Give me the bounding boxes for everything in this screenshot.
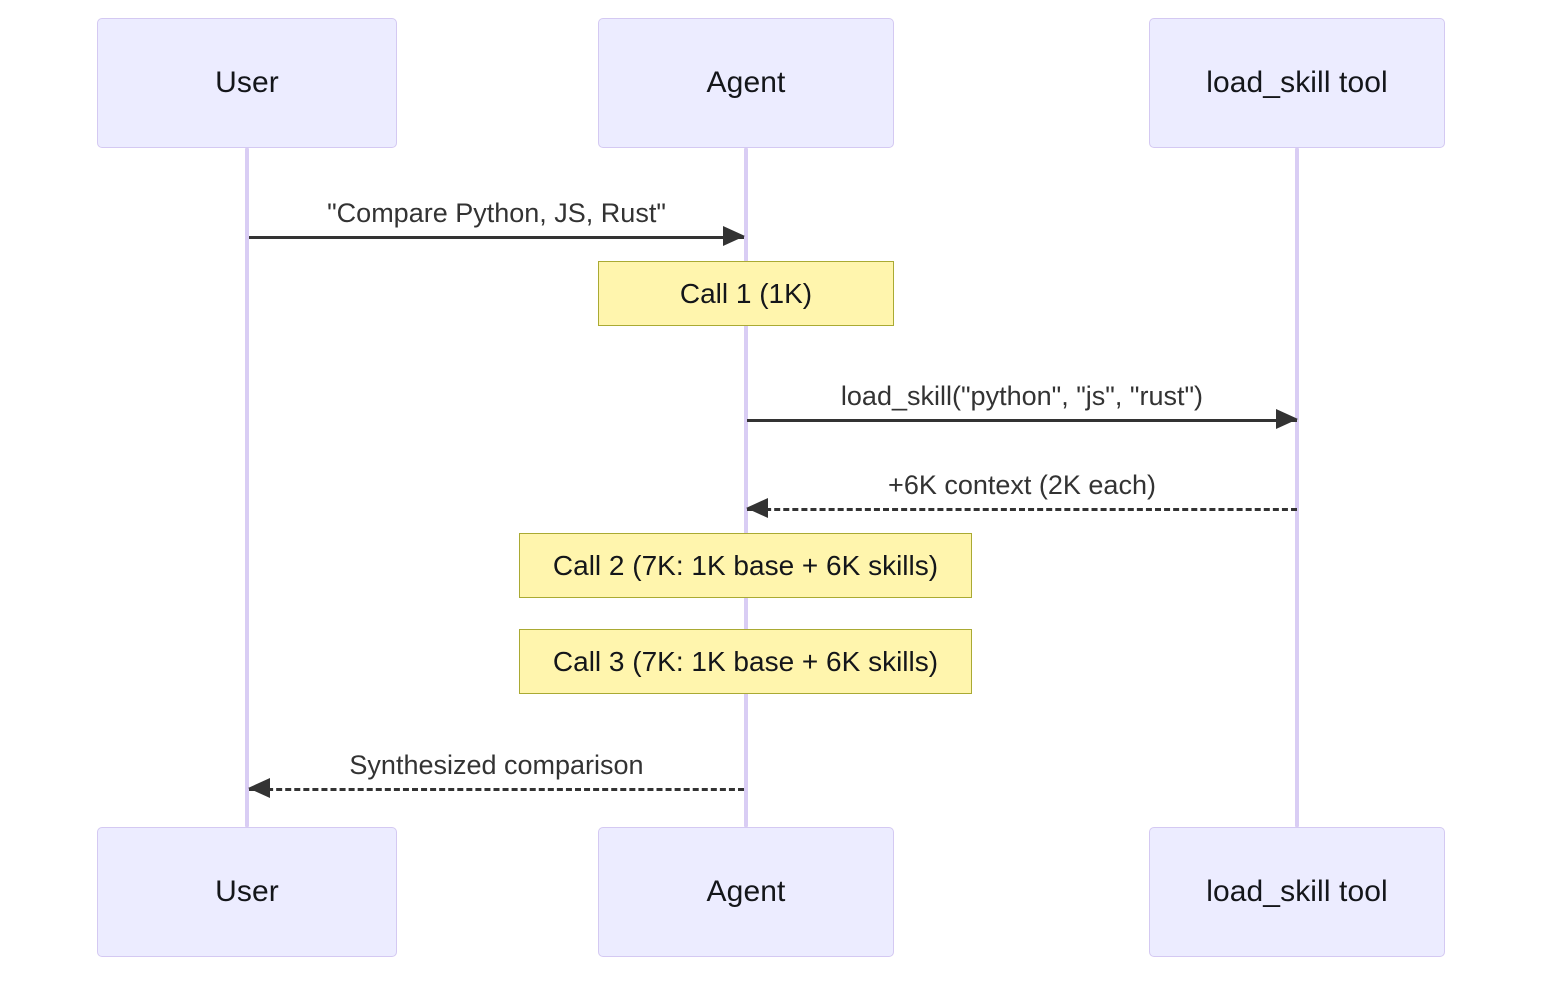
participant-user-bottom[interactable]: User — [97, 827, 397, 957]
message-compare-label: "Compare Python, JS, Rust" — [327, 198, 666, 228]
lifeline-agent — [744, 148, 748, 827]
participant-load-skill-tool-bottom[interactable]: load_skill tool — [1149, 827, 1445, 957]
arrowhead-right-icon — [1276, 409, 1298, 429]
message-context-return-label: +6K context (2K each) — [888, 470, 1156, 500]
participant-load-skill-tool-top[interactable]: load_skill tool — [1149, 18, 1445, 148]
arrowhead-left-icon — [248, 778, 270, 798]
participant-load-skill-tool-top-label: load_skill tool — [1206, 66, 1388, 99]
message-synthesized-label: Synthesized comparison — [349, 750, 644, 780]
participant-agent-top-label: Agent — [706, 66, 786, 99]
message-synthesized-line — [249, 788, 744, 791]
participant-load-skill-tool-bottom-label: load_skill tool — [1206, 875, 1388, 908]
lifeline-user — [245, 148, 249, 827]
arrowhead-right-icon — [723, 226, 745, 246]
note-call-3-label: Call 3 (7K: 1K base + 6K skills) — [552, 645, 939, 677]
note-call-3[interactable]: Call 3 (7K: 1K base + 6K skills) — [519, 629, 972, 694]
participant-user-top-label: User — [215, 66, 279, 99]
participant-agent-bottom[interactable]: Agent — [598, 827, 894, 957]
note-call-2[interactable]: Call 2 (7K: 1K base + 6K skills) — [519, 533, 972, 598]
message-context-return-line — [747, 508, 1297, 511]
message-load-skill-line — [747, 419, 1297, 422]
note-call-1-label: Call 1 (1K) — [679, 277, 813, 309]
lifeline-load-skill-tool — [1295, 148, 1299, 827]
participant-agent-bottom-label: Agent — [706, 875, 786, 908]
message-compare-line — [249, 236, 744, 239]
note-call-1[interactable]: Call 1 (1K) — [598, 261, 894, 326]
participant-user-top[interactable]: User — [97, 18, 397, 148]
participant-user-bottom-label: User — [215, 875, 279, 908]
arrowhead-left-icon — [746, 498, 768, 518]
participant-agent-top[interactable]: Agent — [598, 18, 894, 148]
note-call-2-label: Call 2 (7K: 1K base + 6K skills) — [552, 549, 939, 581]
message-load-skill-label: load_skill("python", "js", "rust") — [840, 381, 1204, 411]
